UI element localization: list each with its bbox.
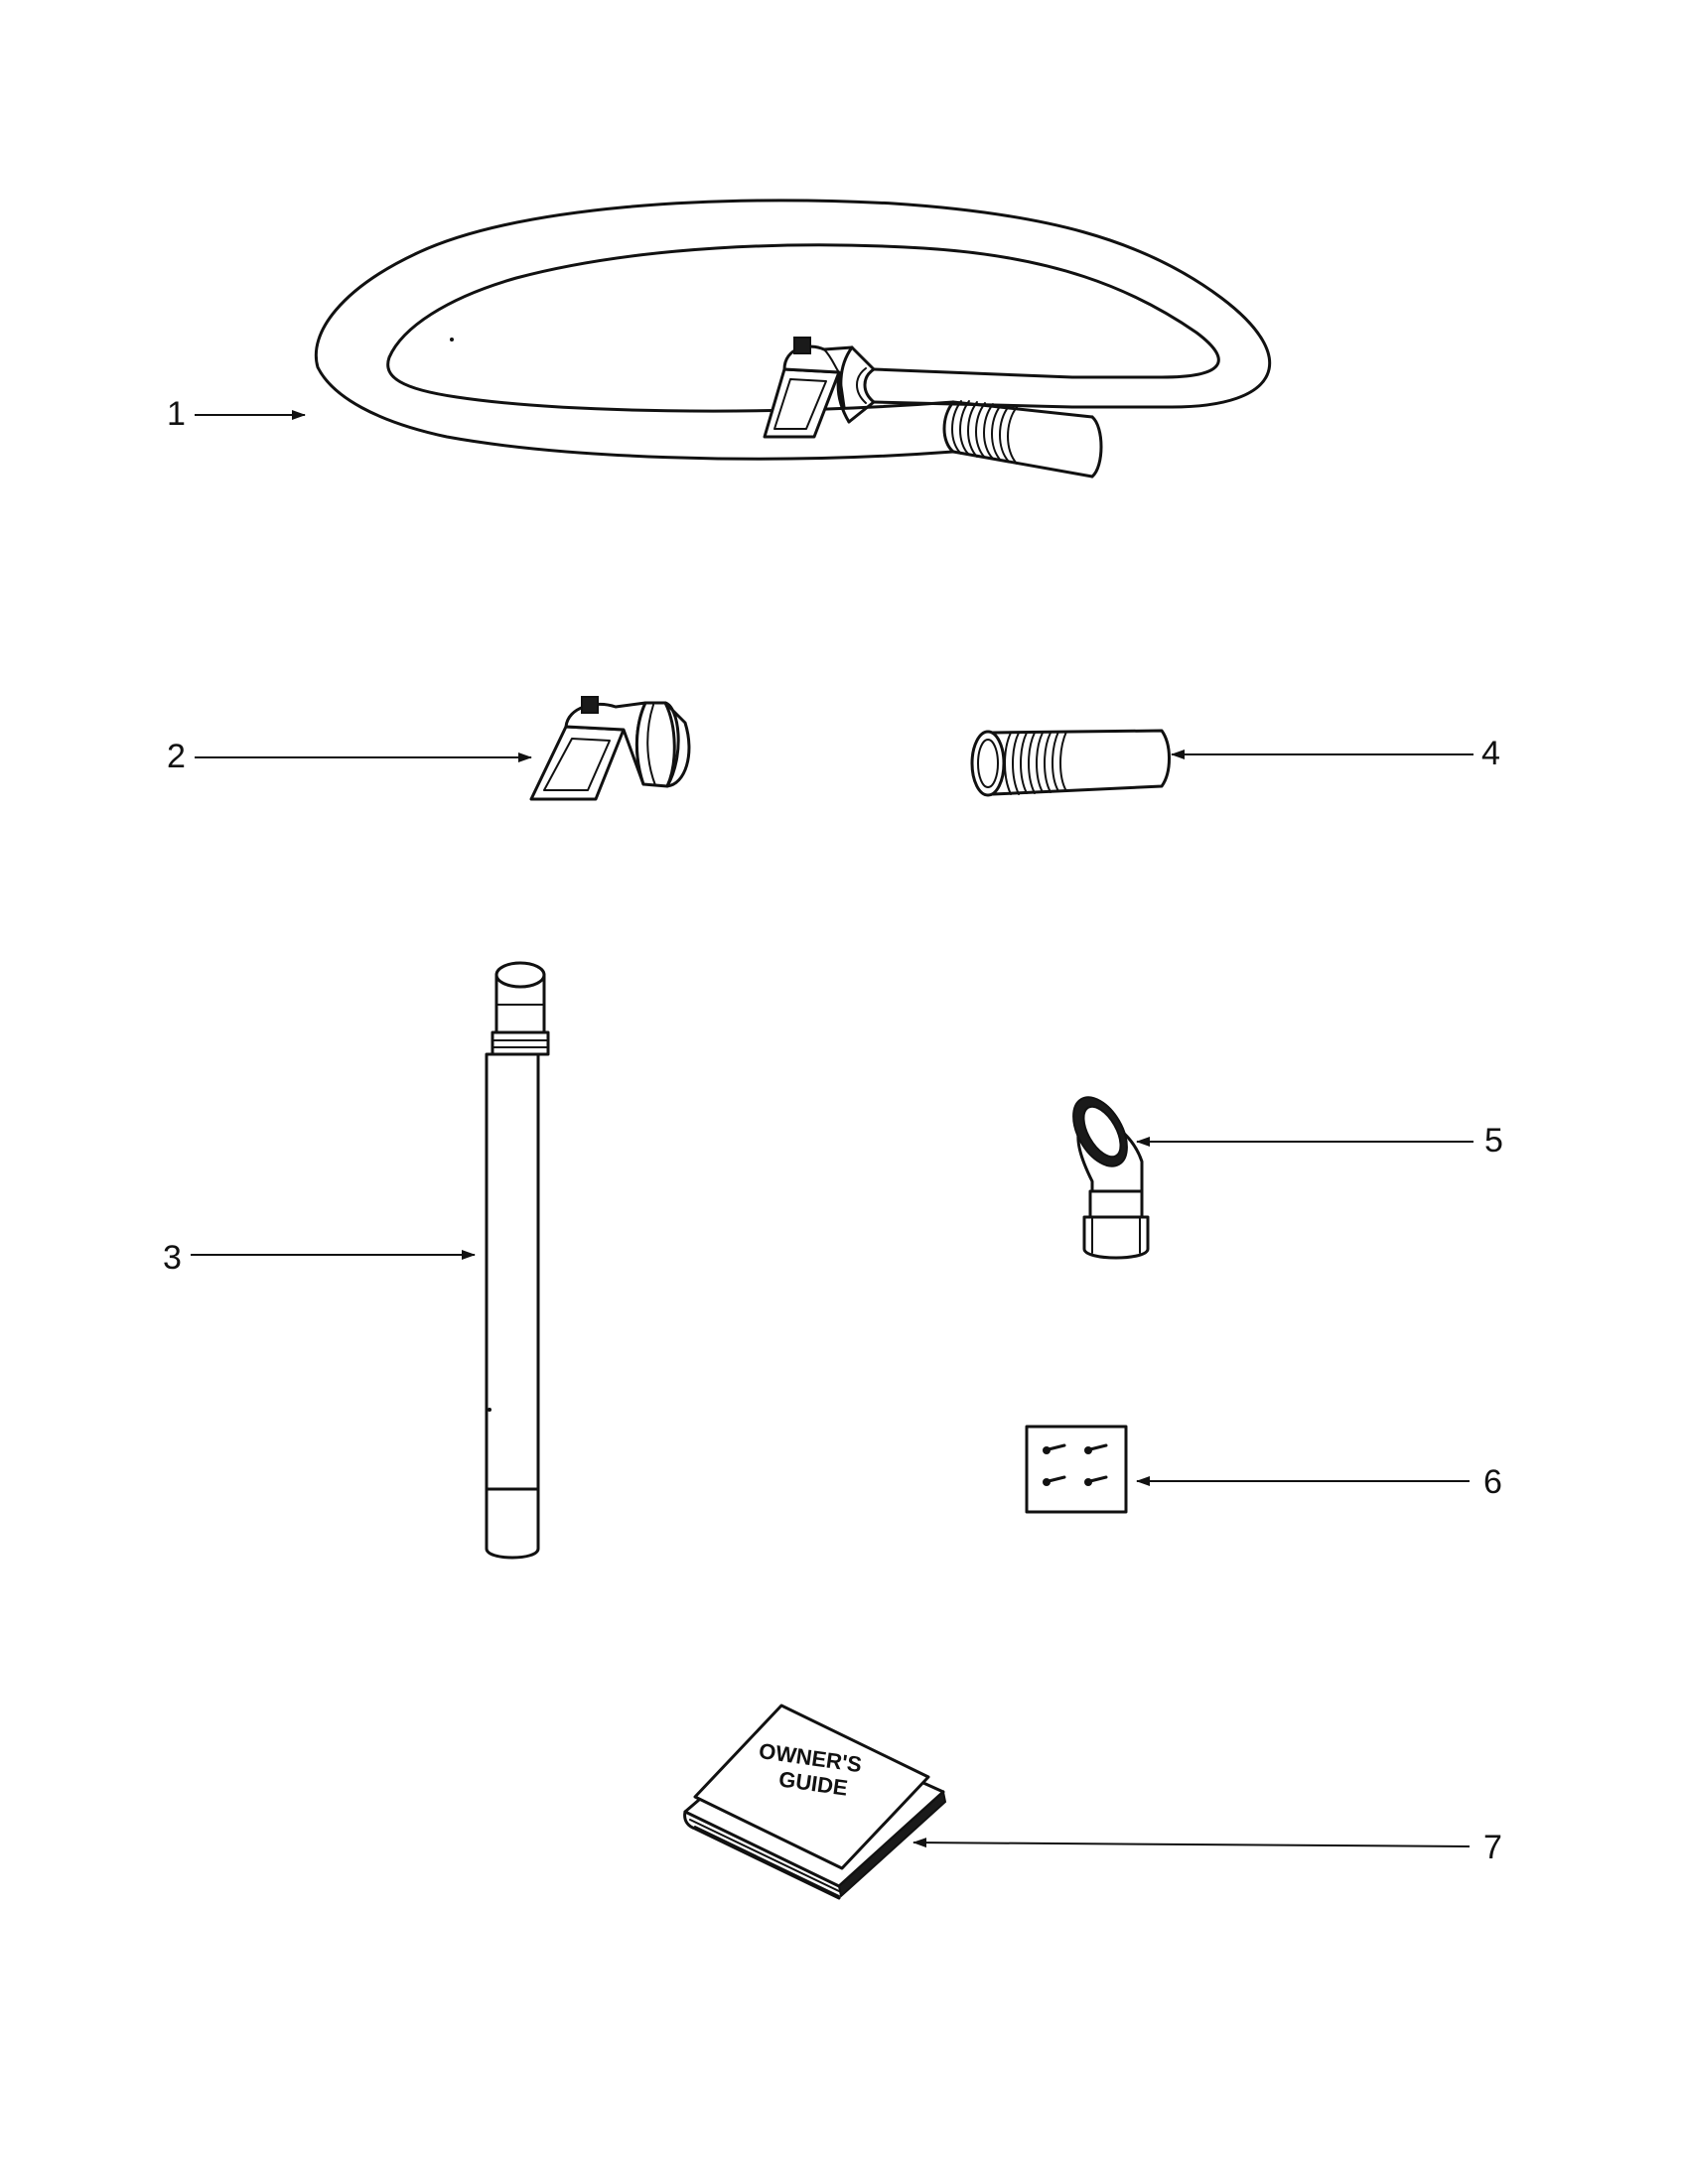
callout-1[interactable]: 1	[167, 395, 306, 433]
screw-card	[1025, 1425, 1128, 1514]
callout-3[interactable]: 3	[163, 1239, 476, 1277]
callout-number-7: 7	[1483, 1829, 1502, 1866]
leader-arrow-7	[912, 1838, 1471, 1848]
hose-swivel	[763, 337, 854, 439]
callout-6[interactable]: 6	[1136, 1463, 1502, 1501]
extension-wand	[485, 961, 550, 1560]
hose-cuff-ribs	[942, 400, 1103, 478]
swivel-elbow	[529, 696, 691, 801]
owners-guide: OWNER'S GUIDE	[683, 1704, 947, 1900]
callout-number-2: 2	[167, 738, 186, 775]
callout-number-4: 4	[1481, 735, 1500, 772]
callout-5[interactable]: 5	[1136, 1122, 1503, 1160]
callout-2[interactable]: 2	[167, 738, 532, 775]
callout-number-1: 1	[167, 395, 186, 433]
hose-cuff	[970, 729, 1171, 797]
callout-number-6: 6	[1483, 1463, 1502, 1501]
elbow-adapter	[1072, 1096, 1150, 1260]
hose-assembly	[314, 199, 1272, 478]
callout-7[interactable]: 7	[912, 1829, 1502, 1866]
callout-number-3: 3	[163, 1239, 182, 1277]
callout-number-5: 5	[1484, 1122, 1503, 1160]
callout-4[interactable]: 4	[1171, 735, 1500, 772]
